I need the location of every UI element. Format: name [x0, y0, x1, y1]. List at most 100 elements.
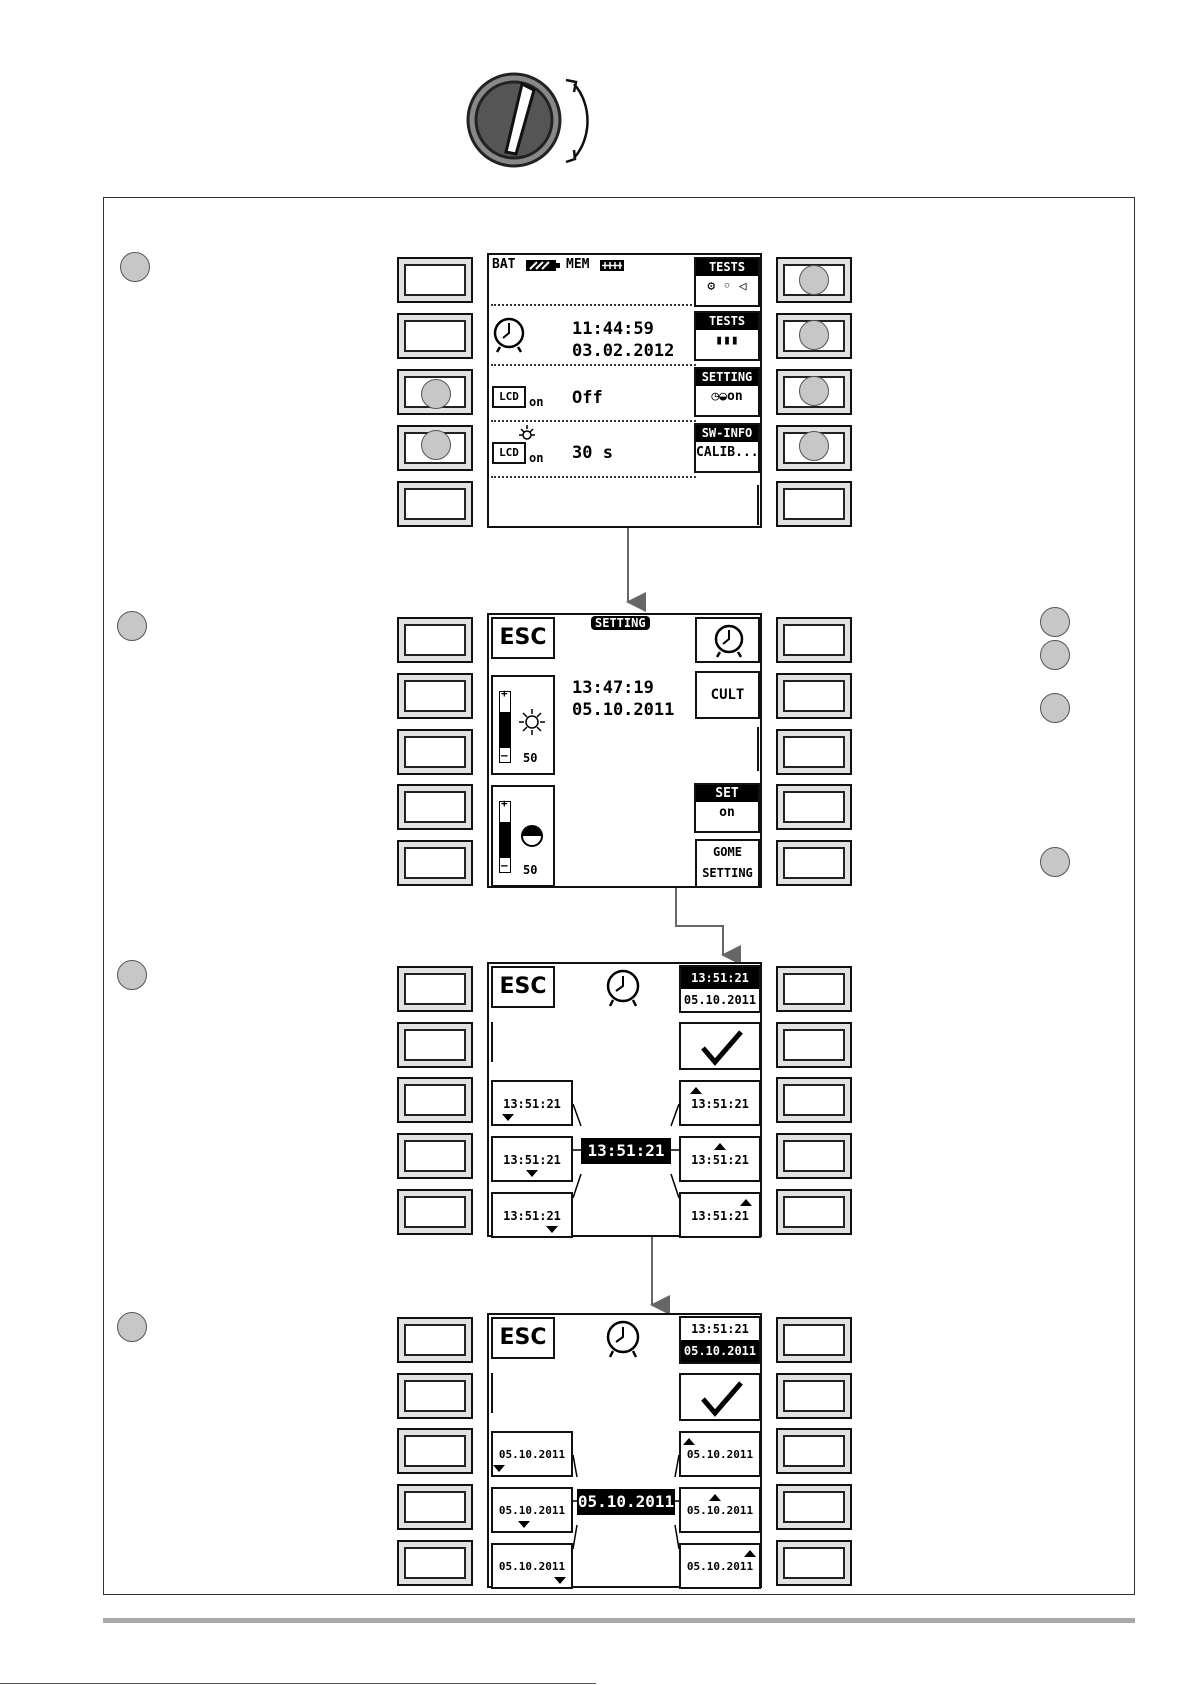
- s4-right-key-2[interactable]: [776, 1373, 852, 1419]
- left-key-1[interactable]: [397, 257, 473, 303]
- esc-button[interactable]: ESC: [491, 617, 555, 659]
- contrast-icon: [521, 825, 543, 847]
- s3-left-key-2[interactable]: [397, 1022, 473, 1068]
- bat-label: BAT: [492, 257, 516, 272]
- s2-right-key-4[interactable]: [776, 784, 852, 830]
- minutes-down-button[interactable]: 13:51:21: [491, 1136, 573, 1182]
- tab-time: 13:51:21: [681, 967, 759, 989]
- callout-key-l4: [421, 430, 451, 460]
- s3-left-key-1[interactable]: [397, 966, 473, 1012]
- gome-setting-softkey[interactable]: GOME SETTING: [695, 839, 760, 888]
- s4-left-key-5[interactable]: [397, 1540, 473, 1586]
- s4-left-key-4[interactable]: [397, 1484, 473, 1530]
- softkey-setting[interactable]: SETTING◷◒on: [694, 367, 760, 417]
- right-key-5[interactable]: [776, 481, 852, 527]
- day-up-button[interactable]: 05.10.2011: [679, 1431, 761, 1477]
- clock-time: 11:44:59: [572, 319, 654, 339]
- s2-right-key-5[interactable]: [776, 840, 852, 886]
- tab-date: 05.10.2011: [681, 1340, 759, 1362]
- hours-up-button[interactable]: 13:51:21: [679, 1080, 761, 1126]
- s4-right-key-3[interactable]: [776, 1428, 852, 1474]
- backlight-value: 30 s: [572, 443, 613, 463]
- contrast-plus: +: [501, 797, 508, 810]
- screen-settings: ESC SETTING 13:47:19 05.10.2011 + – 50 +…: [487, 613, 762, 888]
- year-up-button[interactable]: 05.10.2011: [679, 1543, 761, 1589]
- hours-down-button[interactable]: 13:51:21: [491, 1080, 573, 1126]
- seconds-down-button[interactable]: 13:51:21: [491, 1192, 573, 1238]
- settings-time: 13:47:19: [572, 678, 654, 698]
- s3-left-key-3[interactable]: [397, 1077, 473, 1123]
- callout-key-l3: [421, 379, 451, 409]
- confirm-button[interactable]: [679, 1022, 761, 1070]
- clock-icon: [606, 969, 640, 1007]
- callout-key-r1: [799, 265, 829, 295]
- brightness-value: 50: [523, 751, 538, 765]
- softkey-tests-switch[interactable]: TESTS⚙ ◦ ◁: [694, 257, 760, 307]
- callout-side-c: [1040, 693, 1070, 723]
- confirm-button[interactable]: [679, 1373, 761, 1421]
- tab-time: 13:51:21: [691, 1322, 749, 1336]
- left-key-5[interactable]: [397, 481, 473, 527]
- s3-right-key-4[interactable]: [776, 1133, 852, 1179]
- brightness-minus: –: [501, 749, 508, 762]
- datetime-tab[interactable]: 13:51:21 05.10.2011: [679, 965, 761, 1013]
- s2-right-key-2[interactable]: [776, 673, 852, 719]
- s4-right-key-1[interactable]: [776, 1317, 852, 1363]
- s2-left-key-1[interactable]: [397, 617, 473, 663]
- s2-left-key-5[interactable]: [397, 840, 473, 886]
- s3-left-key-5[interactable]: [397, 1189, 473, 1235]
- esc-button[interactable]: ESC: [491, 966, 555, 1008]
- s2-left-key-2[interactable]: [397, 673, 473, 719]
- datetime-tab[interactable]: 13:51:21 05.10.2011: [679, 1316, 761, 1364]
- s3-right-key-3[interactable]: [776, 1077, 852, 1123]
- checkmark-icon: [701, 1030, 743, 1066]
- brightness-slider[interactable]: + – 50: [491, 675, 555, 775]
- callout-key-r4: [799, 431, 829, 461]
- brightness-icon: [519, 709, 545, 735]
- month-up-button[interactable]: 05.10.2011: [679, 1487, 761, 1533]
- minutes-up-button[interactable]: 13:51:21: [679, 1136, 761, 1182]
- s3-left-key-4[interactable]: [397, 1133, 473, 1179]
- connector-lines: [572, 1103, 680, 1199]
- callout-2: [117, 611, 147, 641]
- day-down-button[interactable]: 05.10.2011: [491, 1431, 573, 1477]
- s2-right-key-1[interactable]: [776, 617, 852, 663]
- backlight-icon: [519, 425, 535, 440]
- s2-left-key-4[interactable]: [397, 784, 473, 830]
- s4-left-key-3[interactable]: [397, 1428, 473, 1474]
- cult-softkey[interactable]: CULT: [695, 671, 760, 719]
- callout-side-a: [1040, 607, 1070, 637]
- contrast-slider[interactable]: + – 50: [491, 785, 555, 887]
- s2-right-key-3[interactable]: [776, 729, 852, 775]
- callout-1: [120, 252, 150, 282]
- lcd-icon: LCD: [492, 386, 526, 408]
- softkey-tests-battery[interactable]: TESTS▮▮▮: [694, 311, 760, 361]
- clock-icon: [714, 624, 744, 658]
- s3-right-key-1[interactable]: [776, 966, 852, 1012]
- clock-softkey[interactable]: [695, 617, 760, 663]
- s4-right-key-4[interactable]: [776, 1484, 852, 1530]
- seconds-up-button[interactable]: 13:51:21: [679, 1192, 761, 1238]
- s3-right-key-2[interactable]: [776, 1022, 852, 1068]
- lcd-icon-2: LCD: [492, 442, 526, 464]
- screen-set-time: ESC 13:51:21 05.10.2011 13:51:21 13:51:2…: [487, 962, 762, 1238]
- gome-sub: SETTING: [702, 866, 753, 880]
- s4-right-key-5[interactable]: [776, 1540, 852, 1586]
- rotary-switch-icon: [466, 72, 589, 168]
- brightness-plus: +: [501, 687, 508, 700]
- s3-right-key-5[interactable]: [776, 1189, 852, 1235]
- month-down-button[interactable]: 05.10.2011: [491, 1487, 573, 1533]
- date-value: 05.10.2011: [577, 1489, 675, 1515]
- s4-left-key-1[interactable]: [397, 1317, 473, 1363]
- esc-button[interactable]: ESC: [491, 1317, 555, 1359]
- mem-label: MEM: [566, 257, 590, 272]
- battery-icon: [526, 260, 560, 271]
- screen-main-menu: BAT MEM 11:44:59 03.02.2012 LCD on Off L…: [487, 253, 762, 528]
- s2-left-key-3[interactable]: [397, 729, 473, 775]
- footer-rule: [0, 1683, 596, 1684]
- time-value: 13:51:21: [581, 1138, 671, 1164]
- s4-left-key-2[interactable]: [397, 1373, 473, 1419]
- left-key-2[interactable]: [397, 313, 473, 359]
